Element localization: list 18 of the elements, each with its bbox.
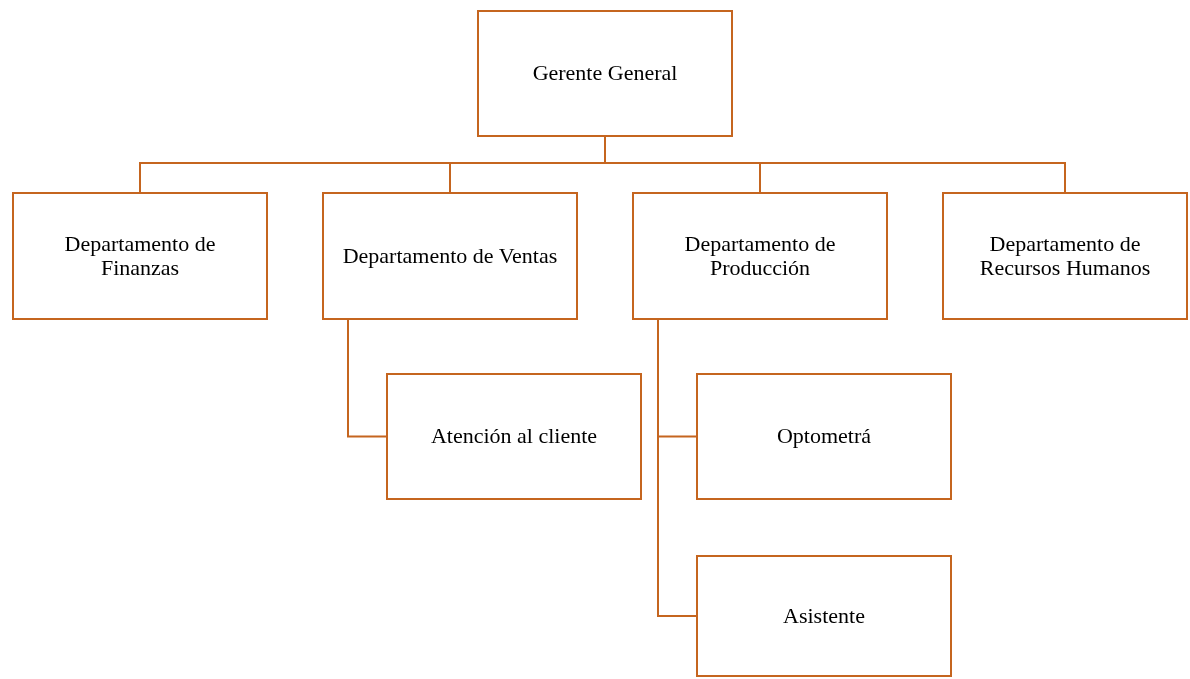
box-label: Departamento de Recursos Humanos <box>978 231 1152 281</box>
box-label: Gerente General <box>532 61 678 86</box>
box-label: Atención al cliente <box>430 424 598 449</box>
connector-line <box>657 319 697 617</box>
org-box <box>477 10 733 137</box>
connector-line <box>347 319 387 438</box>
org-box <box>386 373 642 500</box>
org-box <box>632 192 888 320</box>
org-box <box>12 192 268 320</box>
org-box <box>696 555 952 677</box>
box-label: Departamento de Producción <box>683 231 837 281</box>
box-label: Asistente <box>783 603 865 629</box>
org-box <box>942 192 1188 320</box>
box-label: Optometrá <box>776 424 872 449</box>
box-label: Departamento de Finanzas <box>63 231 217 281</box>
org-box <box>322 192 578 320</box>
box-label: Departamento de Ventas <box>342 243 558 269</box>
org-box <box>696 373 952 500</box>
